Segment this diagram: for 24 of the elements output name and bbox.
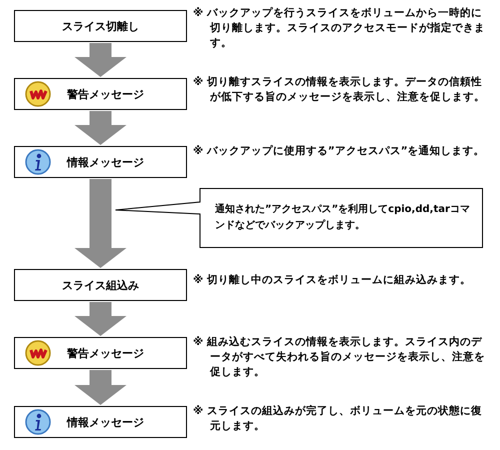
step-label: スライス切離し [62, 18, 139, 34]
step-note: ※ バックアップに使用する”アクセスパス”を通知します。 [193, 144, 486, 159]
process-box [14, 406, 187, 438]
block-arrow [74, 370, 126, 405]
block-arrow [74, 43, 126, 77]
process-box [14, 269, 187, 301]
process-box [14, 78, 187, 110]
step-label: スライス組込み [62, 278, 139, 292]
step-label: 情報メッセージ [67, 414, 144, 430]
block-arrow [74, 111, 126, 145]
block-arrow [74, 179, 126, 268]
process-box [14, 146, 187, 178]
step-note: ※ 組み込むスライスの情報を表示します。スライス内のデータがすべて失われる旨のメッセージを表示し、注意を促します。 [193, 335, 486, 380]
step-note: ※ バックアップを行うスライスをボリュームから一時的に切り離します。スライスのアクセスモードが指定できます。 [193, 6, 486, 51]
step-note: ※ 切り離すスライスの情報を表示します。データの信頼性が低下する旨のメッセージを表示し、注意を促します。 [193, 75, 486, 105]
step-note: ※ スライスの組込みが完了し、ボリュームを元の状態に復元します。 [193, 404, 483, 434]
step-label: 情報メッセージ [67, 154, 144, 170]
step-label: 警告メッセージ [67, 346, 144, 360]
block-arrow [74, 302, 126, 336]
callout-text: 通知された”アクセスパス”を利用してcpio,dd,tarコマンドなどでバックアップします。 [215, 202, 471, 233]
process-box [14, 337, 187, 369]
step-note: ※ 切り離し中のスライスをボリュームに組み込みます。 [193, 273, 472, 288]
step-label: 警告メッセージ [67, 86, 144, 102]
process-box [14, 10, 187, 42]
